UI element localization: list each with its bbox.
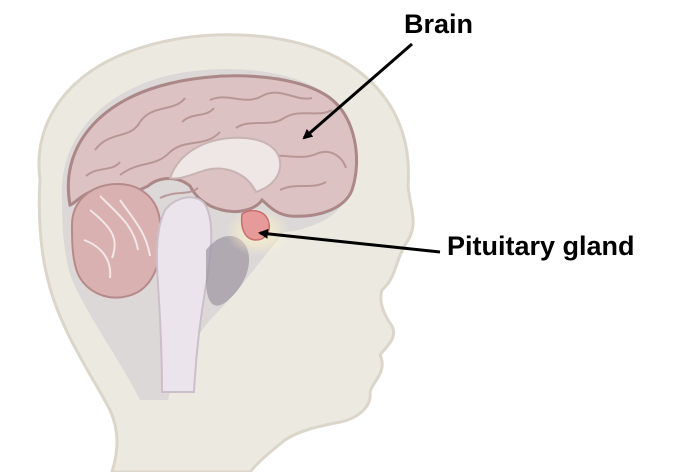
pituitary-gland-label: Pituitary gland [447, 233, 635, 260]
pituitary-gland-icon [242, 211, 270, 240]
brain-label: Brain [404, 11, 473, 38]
